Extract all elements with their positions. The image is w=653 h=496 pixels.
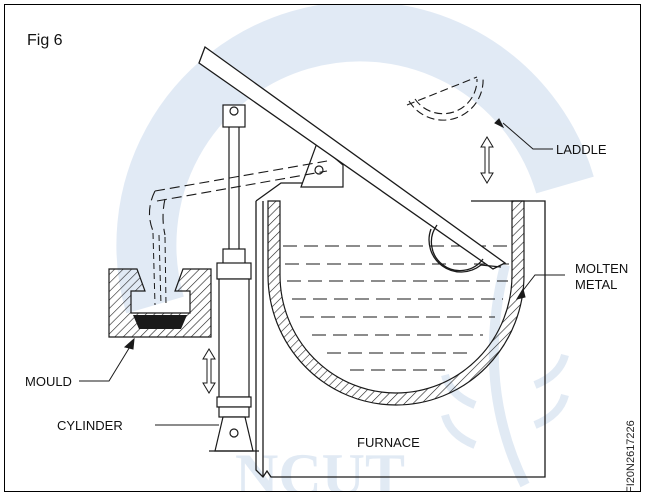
- ladle-furnace-diagram: NCUT: [25, 5, 637, 492]
- watermark: NCUT: [116, 5, 594, 491]
- tilted-arm: [148, 160, 328, 236]
- label-molten-metal-1: MOLTEN: [575, 261, 628, 276]
- label-molten-metal-2: METAL: [575, 277, 617, 292]
- label-mould: MOULD: [25, 374, 72, 389]
- figure-frame: NCUT: [4, 4, 641, 492]
- hydraulic-cylinder: [209, 104, 259, 452]
- label-furnace: FURNACE: [357, 435, 420, 450]
- ladle-arm: [198, 45, 507, 270]
- label-ladle: LADDLE: [556, 142, 607, 157]
- motion-arrow-cylinder: [202, 348, 216, 394]
- ladle-raised: [406, 76, 484, 121]
- motion-arrow-ladle: [480, 136, 494, 184]
- figure-label: Fig 6: [27, 32, 63, 49]
- crucible: [267, 200, 525, 406]
- ladle: [428, 224, 502, 273]
- pouring-stream: [152, 232, 167, 306]
- mould: [108, 268, 212, 338]
- label-cylinder: CYLINDER: [57, 418, 123, 433]
- figure-code: FI20N2617226: [625, 420, 637, 492]
- leader-lines: [79, 118, 565, 426]
- furnace: [255, 182, 546, 479]
- molten-metal: [283, 245, 510, 371]
